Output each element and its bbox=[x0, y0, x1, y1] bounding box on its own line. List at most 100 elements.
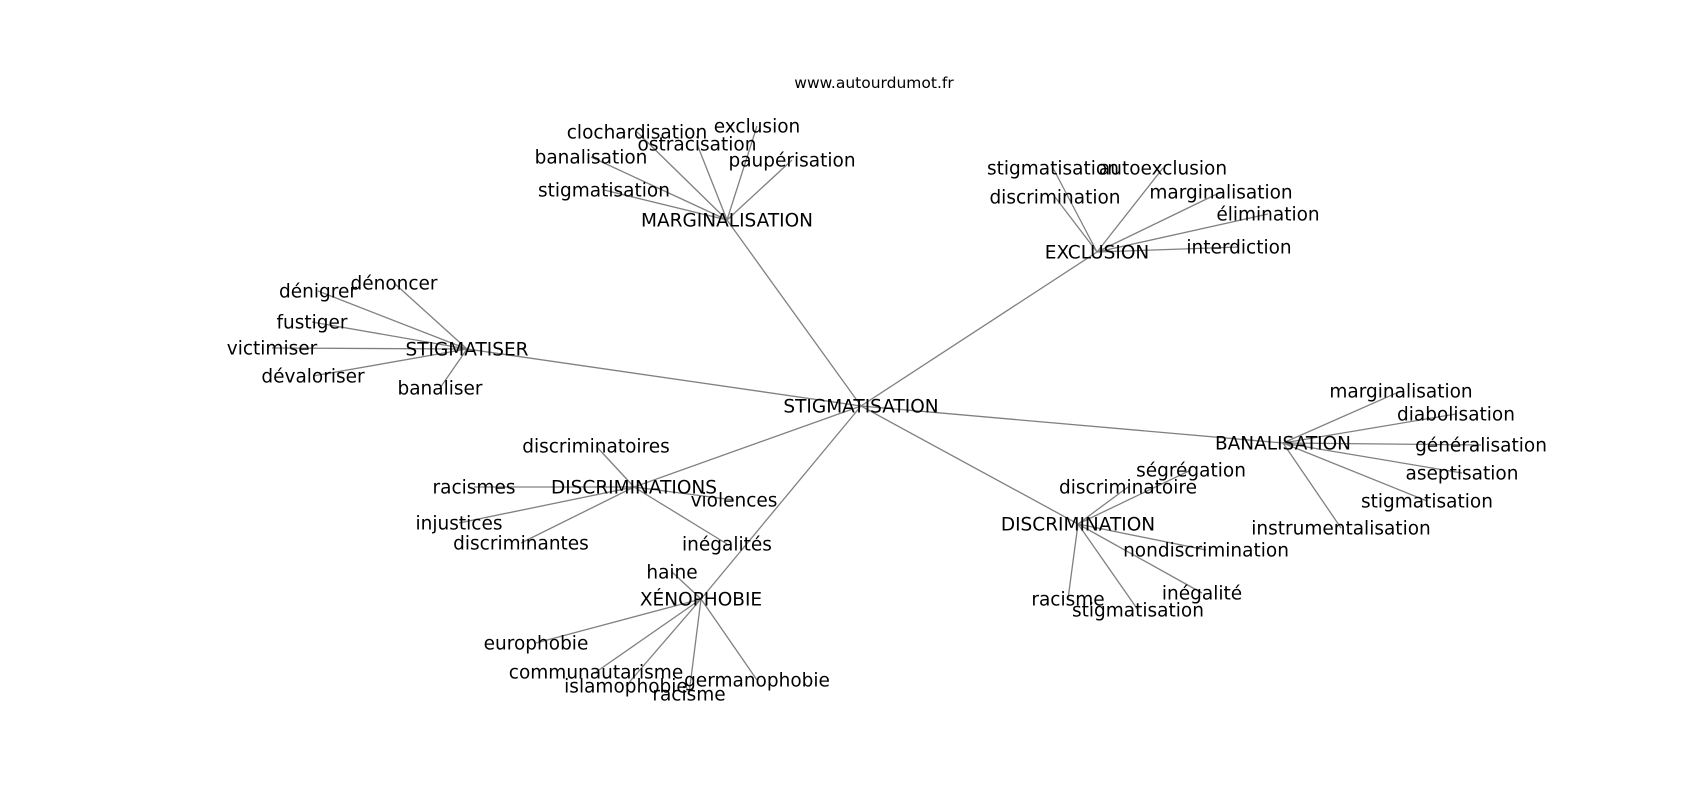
leaf-node-nondiscrimination: nondiscrimination bbox=[1123, 541, 1289, 562]
edge-discriminations-discriminatoires bbox=[595, 445, 635, 488]
edge-xenophobie-europhobie bbox=[535, 598, 702, 644]
hub-node-stigmatiser: STIGMATISER bbox=[405, 340, 528, 361]
edge-marginalisation-banalisation bbox=[590, 156, 728, 221]
edge-xenophobie-haine bbox=[671, 571, 702, 600]
edge-discrimination-discriminatoire bbox=[1077, 486, 1129, 525]
source-website-label: www.autourdumot.fr bbox=[794, 74, 954, 92]
hub-node-xenophobie: XÉNOPHOBIE bbox=[640, 589, 762, 611]
leaf-node-racisme: racisme bbox=[1031, 590, 1104, 611]
edge-discrimination-stigmatisation bbox=[1077, 523, 1139, 611]
edge-center-discrimination bbox=[860, 405, 1079, 525]
leaf-node-fustiger: fustiger bbox=[276, 313, 347, 334]
edge-stigmatiser-devaloriser bbox=[312, 348, 468, 377]
edge-stigmatiser-fustiger bbox=[311, 321, 468, 350]
edge-stigmatiser-denoncer bbox=[393, 282, 468, 350]
edge-center-xenophobie bbox=[700, 405, 862, 600]
leaf-node-banaliser: banaliser bbox=[397, 379, 482, 400]
leaf-node-instrumentalisation: instrumentalisation bbox=[1251, 519, 1431, 540]
edge-banalisation-marginalisation bbox=[1282, 390, 1402, 444]
edge-banalisation-stigmatisation bbox=[1282, 442, 1428, 502]
edge-xenophobie-communautarisme bbox=[595, 598, 702, 673]
leaf-node-injustices: injustices bbox=[416, 514, 503, 535]
hub-node-marginalisation: MARGINALISATION bbox=[641, 211, 813, 232]
leaf-node-discriminantes: discriminantes bbox=[453, 534, 589, 555]
hub-node-discrimination: DISCRIMINATION bbox=[1001, 515, 1155, 536]
leaf-node-europhobie: europhobie bbox=[484, 634, 589, 655]
leaf-node-denigrer: dénigrer bbox=[279, 282, 357, 303]
leaf-node-ostracisation: ostracisation bbox=[638, 135, 757, 156]
graph-edges bbox=[271, 125, 1482, 695]
hub-node-discriminations: DISCRIMINATIONS bbox=[551, 478, 717, 499]
leaf-node-discrimination: discrimination bbox=[989, 188, 1120, 209]
edge-discrimination-nondiscrimination bbox=[1077, 523, 1207, 551]
leaf-node-stigmatisation: stigmatisation bbox=[1361, 492, 1493, 513]
edge-marginalisation-exclusion bbox=[726, 125, 758, 221]
leaf-node-inegalite: inégalité bbox=[1162, 584, 1242, 605]
edge-xenophobie-germanophobie bbox=[700, 598, 758, 681]
leaf-node-devaloriser: dévaloriser bbox=[261, 367, 365, 388]
edge-exclusion-elimination bbox=[1096, 213, 1269, 253]
edge-discriminations-discriminantes bbox=[520, 486, 635, 544]
edge-xenophobie-racisme bbox=[688, 598, 702, 695]
edge-stigmatiser-victimiser bbox=[271, 347, 468, 350]
edge-center-banalisation bbox=[860, 405, 1284, 444]
edge-marginalisation-stigmatisation bbox=[603, 189, 728, 221]
leaf-node-germanophobie: germanophobie bbox=[684, 671, 830, 692]
leaf-node-violences: violences bbox=[691, 491, 778, 512]
leaf-node-stigmatisation: stigmatisation bbox=[1072, 601, 1204, 622]
edge-xenophobie-islamophobie bbox=[625, 598, 702, 687]
leaf-node-haine: haine bbox=[646, 563, 697, 584]
leaf-node-stigmatisation: stigmatisation bbox=[538, 181, 670, 202]
leaf-node-victimiser: victimiser bbox=[227, 339, 318, 360]
leaf-node-generalisation: généralisation bbox=[1415, 436, 1547, 457]
edge-center-stigmatiser bbox=[466, 348, 862, 407]
leaf-node-banalisation: banalisation bbox=[535, 148, 648, 169]
edge-center-exclusion bbox=[860, 251, 1098, 407]
edge-stigmatiser-denigrer bbox=[317, 290, 468, 350]
edge-banalisation-aseptisation bbox=[1282, 442, 1463, 474]
leaf-node-inegalites: inégalités bbox=[682, 535, 772, 556]
edge-discriminations-inegalites bbox=[633, 486, 728, 545]
leaf-node-interdiction: interdiction bbox=[1186, 238, 1291, 259]
leaf-node-marginalisation: marginalisation bbox=[1149, 183, 1292, 204]
leaf-node-aseptisation: aseptisation bbox=[1406, 464, 1519, 485]
edge-discriminations-injustices bbox=[458, 486, 635, 524]
leaf-node-marginalisation: marginalisation bbox=[1329, 382, 1472, 403]
leaf-node-racisme: racisme bbox=[652, 685, 725, 706]
edge-discrimination-inegalite bbox=[1077, 523, 1203, 594]
edge-marginalisation-pauperisation bbox=[726, 159, 793, 221]
edge-center-marginalisation bbox=[726, 219, 862, 407]
edge-banalisation-instrumentalisation bbox=[1282, 442, 1342, 529]
leaf-node-stigmatisation: stigmatisation bbox=[987, 159, 1119, 180]
edge-exclusion-autoexclusion bbox=[1096, 167, 1164, 253]
edge-center-discriminations bbox=[633, 405, 862, 488]
hub-node-banalisation: BANALISATION bbox=[1215, 434, 1351, 455]
edge-discriminations-violences bbox=[633, 486, 735, 501]
edge-banalisation-diabolisation bbox=[1282, 413, 1457, 444]
leaf-node-elimination: élimination bbox=[1216, 205, 1319, 226]
edge-exclusion-discrimination bbox=[1054, 196, 1098, 253]
edge-marginalisation-clochardisation bbox=[636, 131, 728, 221]
leaf-node-communautarisme: communautarisme bbox=[509, 663, 683, 684]
leaf-node-pauperisation: paupérisation bbox=[728, 151, 855, 172]
center-node-label: STIGMATISATION bbox=[783, 397, 938, 418]
edge-exclusion-interdiction bbox=[1096, 246, 1240, 253]
leaf-node-discriminatoires: discriminatoires bbox=[522, 437, 670, 458]
leaf-node-clochardisation: clochardisation bbox=[567, 123, 707, 144]
leaf-node-islamophobie: islamophobie bbox=[564, 677, 688, 698]
edge-marginalisation-ostracisation bbox=[696, 143, 728, 221]
edge-banalisation-generalisation bbox=[1282, 442, 1482, 446]
leaf-node-autoexclusion: autoexclusion bbox=[1099, 159, 1227, 180]
hub-node-exclusion: EXCLUSION bbox=[1045, 243, 1149, 264]
edge-exclusion-stigmatisation bbox=[1052, 167, 1098, 253]
leaf-node-segregation: ségrégation bbox=[1136, 461, 1246, 482]
graph-labels: STIGMATISATION MARGINALISATION clochardisa… bbox=[227, 117, 1547, 706]
leaf-node-diabolisation: diabolisation bbox=[1397, 405, 1515, 426]
leaf-node-racismes: racismes bbox=[433, 478, 516, 499]
edge-discrimination-segregation bbox=[1077, 469, 1192, 525]
leaf-node-discriminatoire: discriminatoire bbox=[1059, 478, 1197, 499]
leaf-node-denoncer: dénoncer bbox=[350, 274, 437, 295]
leaf-node-exclusion: exclusion bbox=[714, 117, 801, 138]
edge-discrimination-racisme bbox=[1067, 523, 1079, 600]
